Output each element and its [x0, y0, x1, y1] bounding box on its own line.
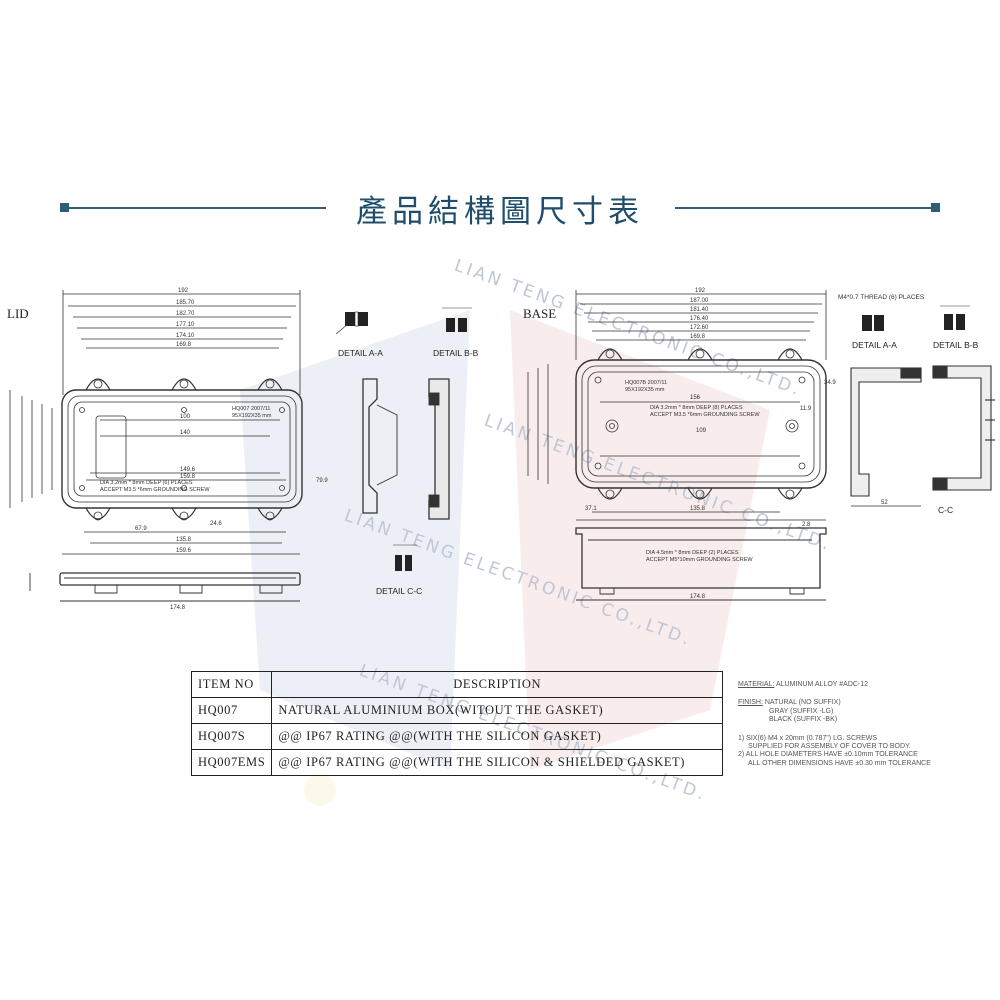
note-line: 1) SIX(6) M4 x 20mm (0.787") LG. SCREWS [738, 734, 878, 742]
model-size-text: 95X192X35 mm [625, 387, 665, 393]
material-label: MATERIAL: [738, 681, 775, 688]
dim-text: 11.9 [800, 406, 812, 412]
note-line: ALL OTHER DIMENSIONS HAVE ±0.30 mm TOLER… [748, 759, 931, 767]
finish-row: FINISH: NATURAL (NO SUFFIX) [738, 699, 978, 707]
dim-text: 169.8 [176, 342, 192, 348]
column-header-description: DESCRIPTION [271, 671, 723, 698]
dim-text: 159.8 [180, 474, 196, 480]
page-title: 產品結構圖尺寸表 [356, 194, 644, 230]
dim-text: 192 [695, 288, 706, 294]
header-dot-right [931, 203, 940, 212]
foot-note: ACCEPT M5*10mm GROUNDING SCREW [646, 557, 753, 563]
lid-section-view [362, 378, 450, 520]
table-row: HQ007 NATURAL ALUMINIUM BOX(WITOUT THE G… [190, 697, 723, 724]
lid-side-view: 174.8 [29, 572, 301, 611]
base-side-view: DIA 4.5mm * 8mm DEEP (2) PLACES ACCEPT M… [575, 522, 827, 601]
spec-notes: MATERIAL: ALUMINUM ALLOY #ADC-12 FINISH:… [738, 681, 978, 768]
section-header: 產品結構圖尺寸表 [60, 186, 940, 230]
dim-text: 140 [180, 430, 191, 436]
dim-text: 79.9 [316, 478, 328, 484]
base-label: BASE [523, 306, 557, 321]
item-table: ITEM NO DESCRIPTION HQ007 NATURAL ALUMIN… [190, 671, 723, 776]
item-no-cell: HQ007S [190, 723, 273, 750]
dim-text: 174.8 [690, 594, 706, 600]
description-cell: NATURAL ALUMINIUM BOX(WITOUT THE GASKET) [271, 697, 723, 724]
hole-note: DIA 3.2mm * 8mm DEEP (8) PLACES [650, 405, 743, 411]
dim-text: 135.8 [176, 537, 192, 543]
note-line: SUPPLIED FOR ASSEMBLY OF COVER TO BODY. [748, 743, 911, 751]
base-top-view: 192 187.00 181.40 176.40 172.60 169.8 HQ… [527, 288, 836, 521]
hole-note: DIA 3.2mm * 8mm DEEP (6) PLACES [100, 480, 193, 486]
item-no-cell: HQ007 [190, 697, 273, 724]
dim-text: 182.70 [176, 311, 195, 317]
detail-bb-base-drawing [940, 305, 970, 330]
dim-text: 156 [690, 395, 701, 401]
header-rule-right [675, 207, 931, 209]
dim-text: 177.10 [176, 322, 195, 328]
description-cell: @@ IP67 RATING @@(WITH THE SILICON GASKE… [271, 723, 723, 750]
finish-row: BLACK (SUFFIX -BK) [769, 716, 838, 724]
dim-text: 24.6 [210, 521, 222, 527]
finish-row: GRAY (SUFFIX -LG) [769, 707, 834, 715]
table-header-row: ITEM NO DESCRIPTION [190, 671, 723, 698]
material-value: ALUMINUM ALLOY #ADC-12 [776, 681, 869, 688]
detail-aa-label: DETAIL A-A [338, 348, 383, 358]
table-row: HQ007S @@ IP67 RATING @@(WITH THE SILICO… [190, 723, 723, 750]
item-no-cell: HQ007EMS [190, 749, 273, 776]
detail-aa-base-label: DETAIL A-A [852, 340, 897, 350]
dim-text: 149.6 [180, 467, 196, 473]
dim-text: 181.40 [690, 307, 709, 313]
dim-text: 174.10 [176, 333, 195, 339]
lid-top-view: 192 185.70 182.70 177.10 174.10 169.8 10… [9, 288, 328, 555]
table-row: HQ007EMS @@ IP67 RATING @@(WITH THE SILI… [190, 749, 723, 776]
dim-text: 192 [178, 288, 189, 294]
header-dot-left [60, 203, 69, 212]
dim-text: 34.9 [824, 380, 836, 386]
header-rule-left [69, 207, 326, 209]
detail-bb-base-label: DETAIL B-B [933, 340, 979, 350]
dim-text: 37.1 [585, 506, 597, 512]
detail-aa-base-drawing [862, 315, 884, 331]
dim-text: 67.9 [135, 526, 147, 532]
model-text: HQ007B 2007/11 [625, 380, 667, 386]
material-row: MATERIAL: ALUMINUM ALLOY #ADC-12 [738, 681, 978, 689]
dim-text: 135.8 [690, 506, 706, 512]
hole-note: ACCEPT M3.5 *6mm GROUNDING SCREW [650, 412, 760, 418]
detail-bb-lid-drawing [442, 307, 472, 332]
dim-text: 169.8 [690, 334, 706, 340]
dim-text: 109 [696, 428, 707, 434]
detail-aa-lid-drawing [335, 311, 368, 335]
dim-text: 185.70 [176, 300, 195, 306]
detail-cc-label: DETAIL C-C [376, 586, 423, 596]
dim-text: 176.40 [690, 316, 709, 322]
base-cc-section: 52 [850, 365, 995, 507]
foot-note: DIA 4.5mm * 8mm DEEP (2) PLACES [646, 550, 739, 556]
description-cell: @@ IP67 RATING @@(WITH THE SILICON & SHI… [271, 749, 723, 776]
column-header-item: ITEM NO [190, 671, 273, 698]
dim-text: 174.8 [170, 605, 186, 611]
hole-note: ACCEPT M3.5 *6mm GROUNDING SCREW [100, 487, 210, 493]
finish-label: FINISH: [738, 699, 763, 707]
dim-text: 2.8 [802, 522, 811, 528]
dim-text: 52 [881, 500, 888, 506]
dim-text: 100 [180, 414, 191, 420]
dim-text: 172.60 [690, 325, 709, 331]
dim-text: 159.6 [176, 548, 192, 554]
cc-label: C-C [938, 505, 954, 515]
lid-label: LID [7, 306, 29, 321]
model-size-text: 95X192X35 mm [232, 413, 272, 419]
note-line: 2) ALL HOLE DIAMETERS HAVE ±0.10mm TOLER… [738, 751, 918, 759]
dim-text: 187.00 [690, 298, 709, 304]
thread-note: M4*0.7 THREAD (6) PLACES [838, 294, 925, 301]
model-text: HQ007 2007/11 [232, 406, 270, 412]
detail-bb-label: DETAIL B-B [433, 348, 479, 358]
finish-value: NATURAL (NO SUFFIX) [764, 699, 841, 707]
detail-cc-lid-drawing [393, 544, 417, 571]
